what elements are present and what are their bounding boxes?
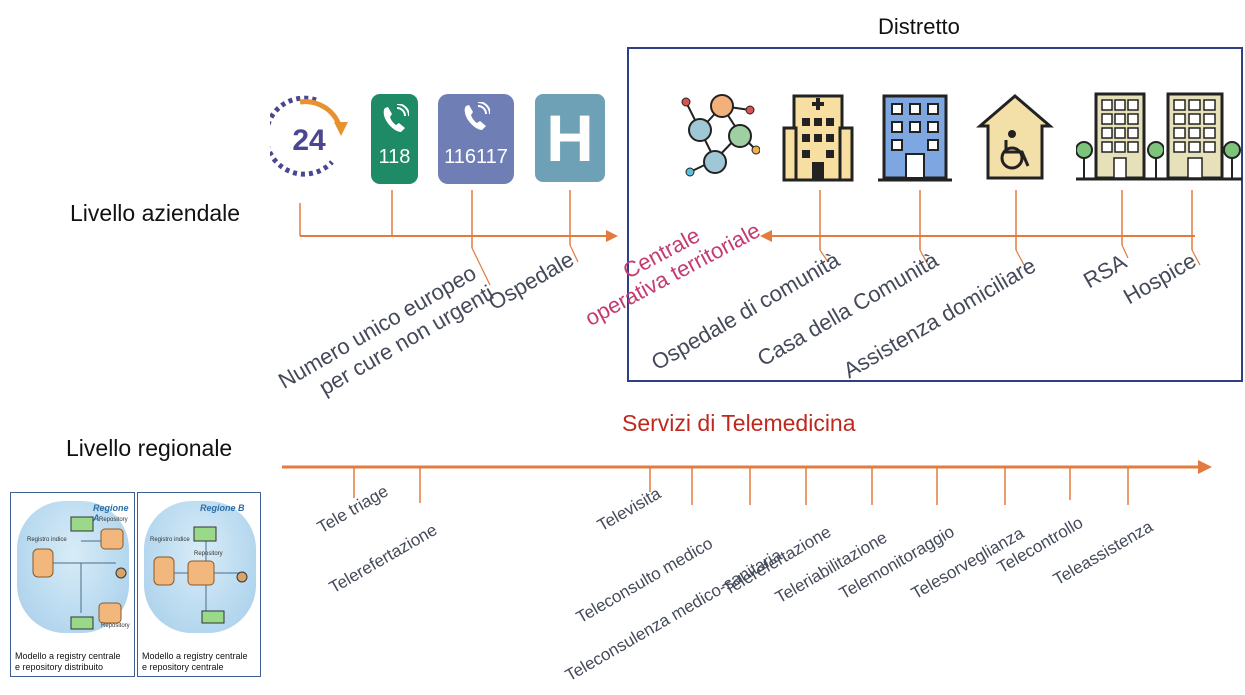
phone-118-icon: 118: [371, 94, 418, 184]
phone-handset-icon: [383, 104, 409, 132]
model-a-label-repository-2: Repository: [101, 623, 130, 629]
tick-ospedale-comunita-slant: [819, 249, 829, 263]
clock-24-icon: 24: [270, 95, 348, 177]
top-axis-left-arrow: [606, 230, 618, 242]
tick-casa-comunita-slant: [919, 249, 929, 266]
network-people-icon: [681, 94, 760, 177]
telemedicina-ticks: [353, 467, 1129, 505]
model-a-diagram: [32, 516, 127, 630]
hospice-building-icon: [1154, 92, 1242, 181]
telemedicina-title: Servizi di Telemedicina: [622, 410, 856, 436]
telemedicina-axis-arrow: [1198, 460, 1212, 474]
model-b-caption-line1: Modello a registry centrale: [142, 651, 248, 661]
phone-118-number: 118: [378, 146, 411, 168]
model-a-label-repository-1: Repository: [99, 517, 128, 523]
model-regione-a: Regione A Registro indice Repository Rep…: [10, 492, 135, 677]
model-b-label-registro: Registro indice: [150, 537, 190, 543]
model-b-diagram: [153, 526, 248, 624]
model-a-title: Regione A: [93, 503, 129, 523]
community-house-icon: [878, 94, 952, 182]
tick-ospedale-slant: [569, 244, 579, 263]
clock-number: 24: [292, 124, 326, 157]
district-box: [627, 47, 1243, 382]
model-a-label-registro: Registro indice: [27, 537, 67, 543]
model-b-title: Regione B: [200, 503, 245, 513]
phone-handset-icon: [464, 102, 490, 130]
district-title: Distretto: [878, 14, 960, 39]
phone-116117-icon: 116117: [438, 94, 514, 184]
district-axis-arrow: [760, 230, 772, 242]
livello-aziendale-label: Livello aziendale: [70, 200, 241, 226]
hospital-icon: H: [535, 94, 605, 182]
model-regione-b: Regione B Registro indice Repository Mod…: [137, 492, 261, 677]
model-a-caption-line1: Modello a registry centrale: [15, 651, 121, 661]
model-b-caption: Modello a registry centrale e repository…: [142, 651, 248, 673]
model-b-caption-line2: e repository centrale: [142, 662, 224, 672]
home-care-icon: [976, 94, 1054, 180]
tick-rsa-slant: [1121, 244, 1129, 259]
model-a-caption: Modello a registry centrale e repository…: [15, 651, 121, 673]
rsa-building-icon: [1076, 92, 1164, 181]
tick-hospice-slant: [1191, 249, 1201, 266]
livello-regionale-label: Livello regionale: [66, 435, 233, 461]
model-b-label-repository: Repository: [194, 551, 223, 557]
tick-assistenza-slant: [1015, 249, 1025, 266]
community-hospital-icon: [782, 94, 854, 182]
tick-116117-slant: [471, 247, 491, 286]
model-a-caption-line2: e repository distribuito: [15, 662, 104, 672]
phone-116117-number: 116117: [444, 146, 508, 168]
hospital-letter: H: [546, 101, 594, 175]
